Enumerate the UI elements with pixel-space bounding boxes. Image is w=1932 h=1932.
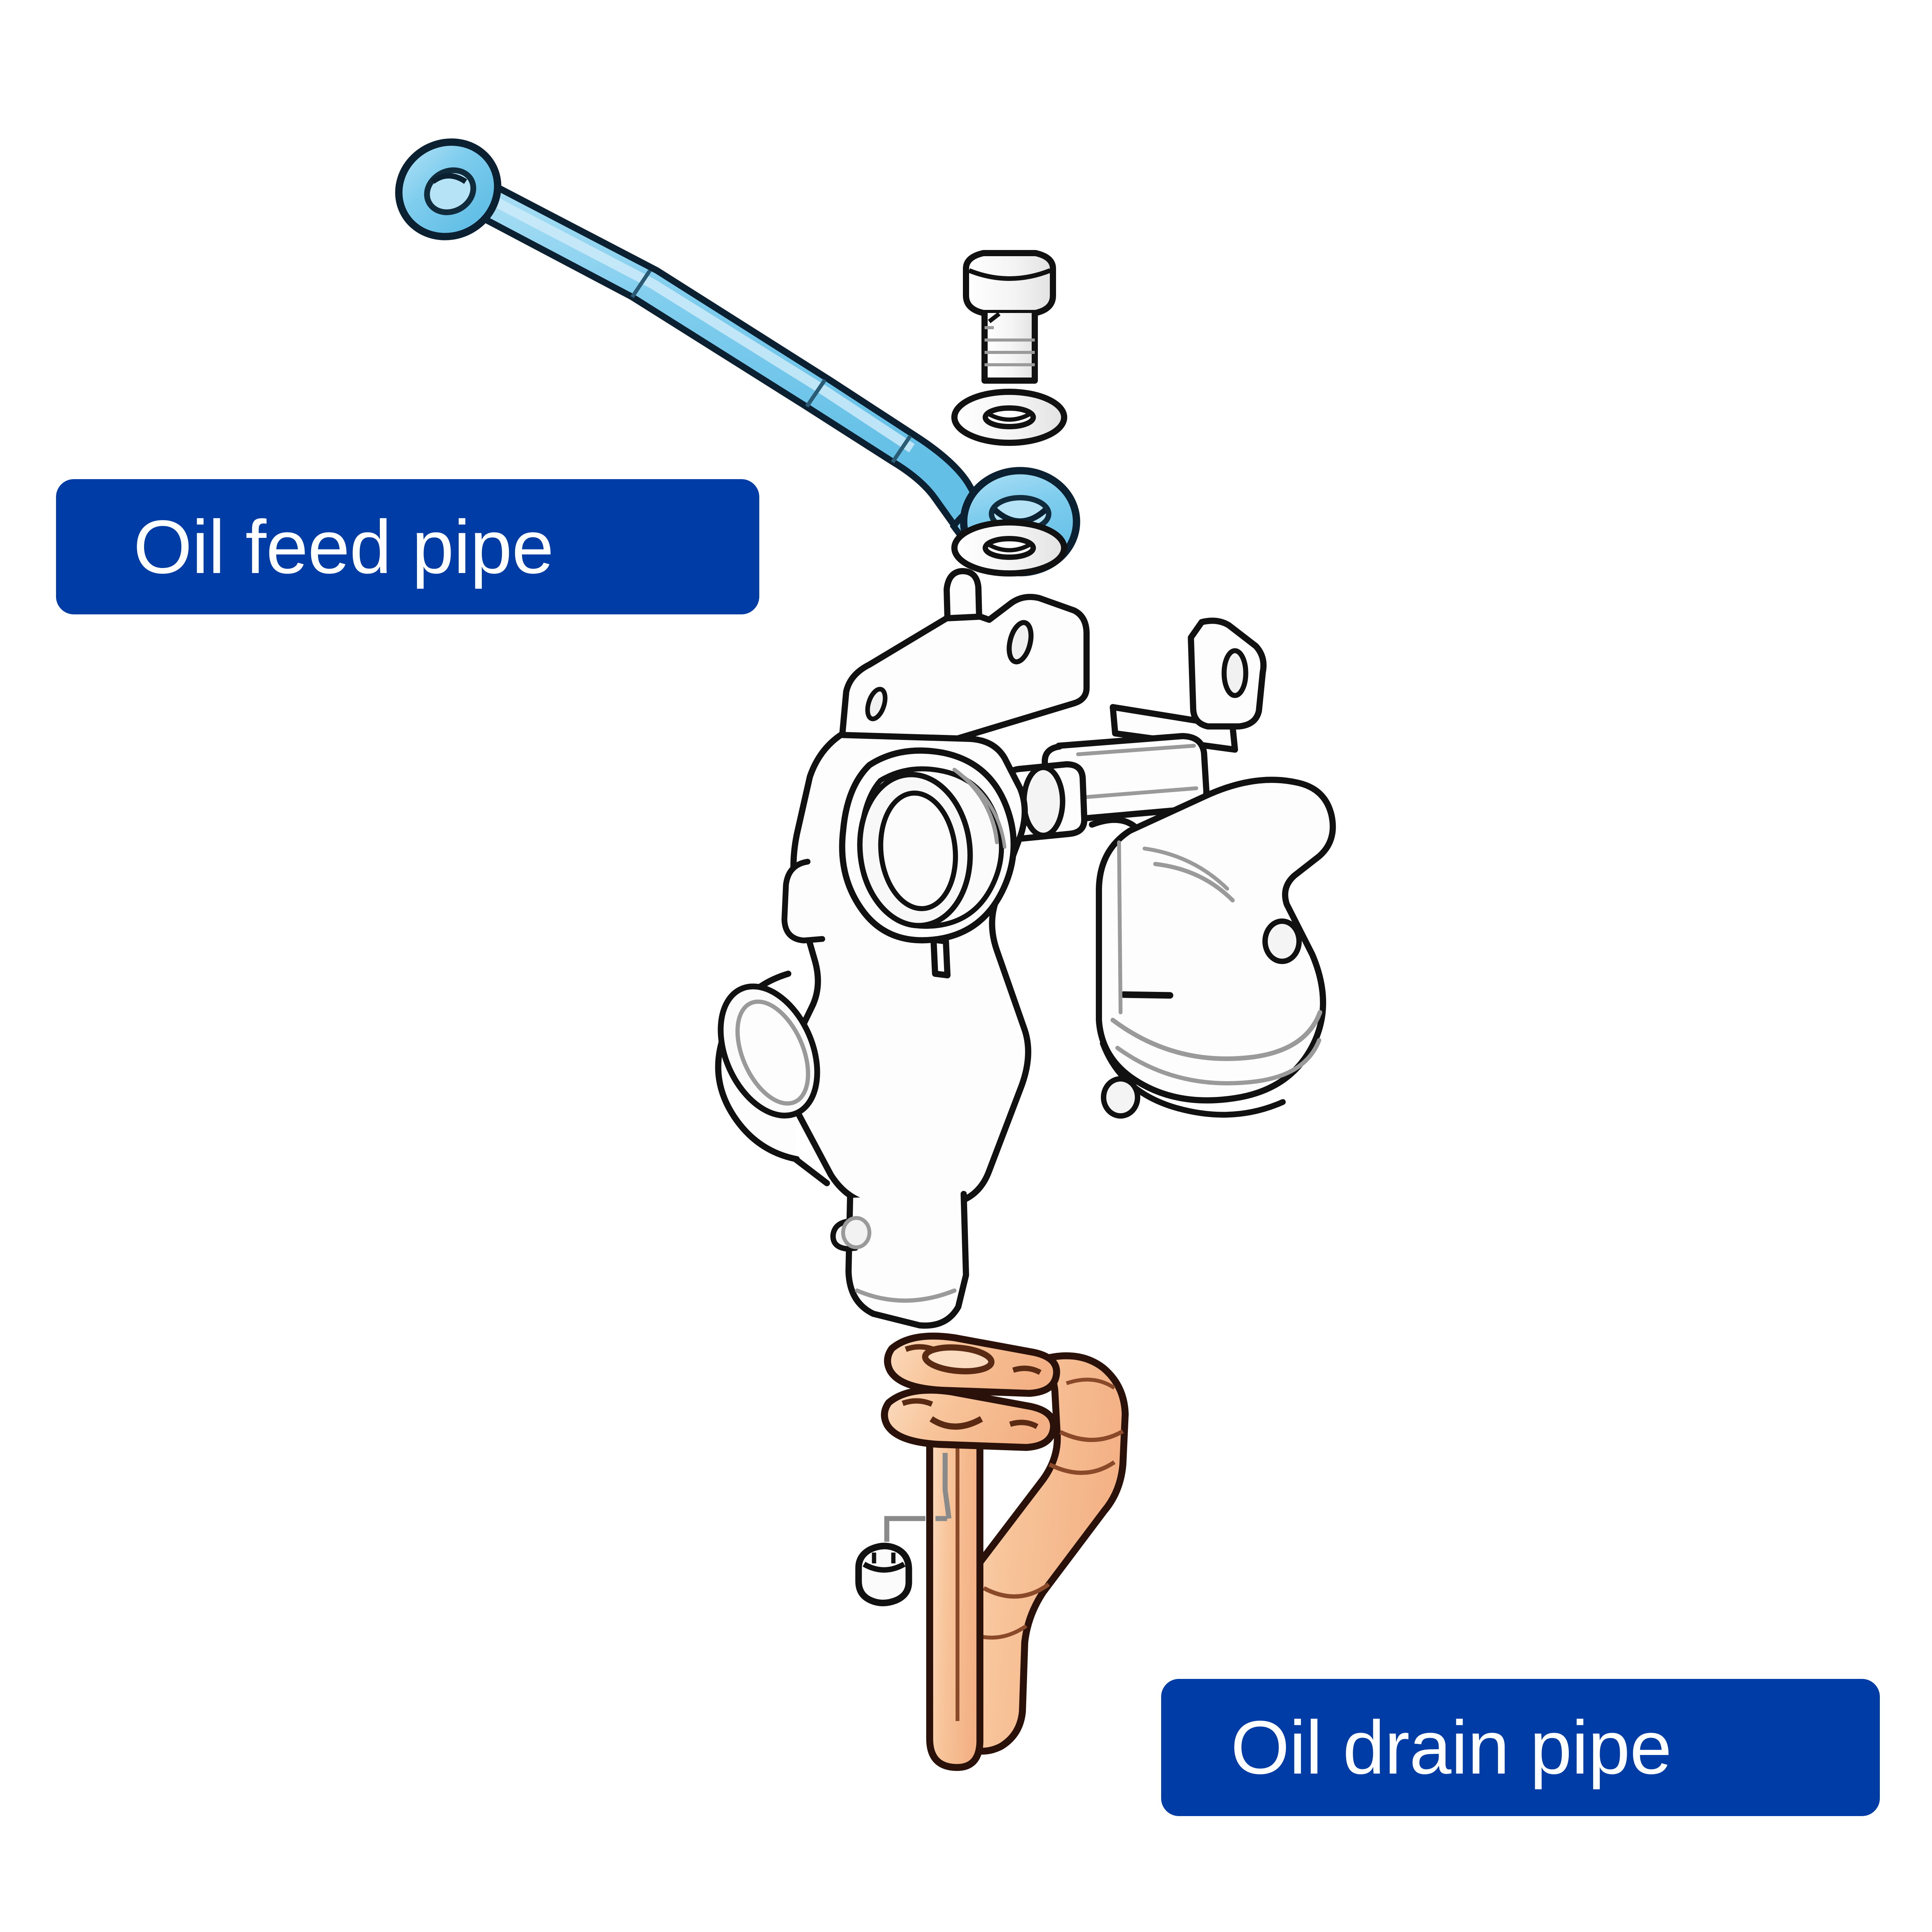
turbo-volute-shade-2 (963, 776, 1007, 849)
turbine-housing-contour-1 (1111, 1010, 1322, 1061)
turbine-wastegate-arm (1089, 816, 1139, 831)
drain-pipe-ferrule-2 (1048, 1460, 1116, 1475)
gasket-upper-center-hole (922, 1344, 995, 1374)
nut-facets (872, 1553, 896, 1563)
turbo-collar-bore (1021, 765, 1065, 838)
turbo-lower-boss-face (841, 1216, 871, 1249)
sealing-washer-upper-bore (983, 405, 1036, 429)
turbo-bracket-bolt-hole (1007, 620, 1034, 665)
feed-pipe-ferrule-upper (630, 269, 652, 298)
turbine-skirt-boss (1101, 1076, 1140, 1119)
turbine-housing-shade-3 (1117, 840, 1122, 1014)
sealing-washer-lower-shade (986, 542, 1032, 553)
nut-leader-line-upper (942, 1453, 952, 1519)
banjo-bolt-threads (985, 326, 1035, 366)
gasket-upper-bolt-hole-left (905, 1344, 936, 1353)
gasket-upper-bolt-hole-right (1012, 1366, 1042, 1375)
banjo-bolt-head-chamfer (968, 268, 1051, 281)
banjo-bolt-thread-start (988, 312, 1001, 323)
drain-pipe-ferrule-1 (1059, 1429, 1124, 1442)
turbo-left-pocket (781, 859, 825, 944)
banjo-bolt-shank (981, 313, 1038, 384)
drain-pipe-bent-tube (944, 1352, 1129, 1755)
feed-pipe-ferrule-mid (805, 379, 827, 408)
drain-pipe-ferrule-top (1066, 1378, 1116, 1390)
drain-pipe-drop-tube (926, 1434, 983, 1771)
banjo-bolt (963, 250, 1056, 384)
feed-pipe-highlight (467, 184, 915, 452)
turbo-outlet-mouth-inner (735, 999, 810, 1106)
turbo-clamp-lines (1076, 744, 1198, 799)
turbo-actuator-rod (1110, 704, 1238, 753)
callout-oil-drain-pipe-label: Oil drain pipe (1231, 1705, 1672, 1790)
drain-pipe-ferrule-3 (983, 1582, 1050, 1599)
sealing-washer-upper-shade (986, 412, 1032, 422)
turbo-bracket-bolt-hole-2 (865, 687, 888, 721)
sealing-washer-lower-bore (983, 536, 1036, 560)
turbine-housing-shade-2 (1143, 847, 1229, 891)
turbine-housing-contour-2 (1115, 1038, 1321, 1086)
feed-pipe-ferrule-lower (891, 435, 912, 463)
gasket-lower-bolt-hole-right (1009, 1420, 1039, 1429)
gasket-lower-bolt-hole-left (901, 1398, 933, 1407)
drain-pipe-nut (855, 1453, 952, 1607)
nut-top-face-edge (862, 1561, 906, 1573)
sealing-washers (951, 389, 1067, 577)
gasket-lower-center-hole (929, 1416, 983, 1430)
turbine-housing-boss (1262, 918, 1302, 964)
banjo-bolt-head (963, 250, 1056, 316)
turbo-bracket-lug (944, 568, 982, 621)
turbo-lower-neck (845, 1191, 969, 1329)
callout-oil-feed-pipe-label: Oil feed pipe (133, 504, 554, 589)
feed-pipe-banjo-bore-shadow-upper (431, 173, 467, 184)
turbo-compressor-stub (930, 937, 951, 978)
nut-leader-line-lower (884, 1516, 914, 1542)
turbo-lower-neck-shade (855, 1288, 957, 1303)
callout-oil-feed-pipe[interactable]: Oil feed pipe (56, 479, 759, 614)
turbo-actuator-port (1221, 648, 1248, 698)
turbo-compressor-inlet-bore (878, 790, 958, 912)
turbocharger-assembly (715, 568, 1336, 1329)
turbine-skirt (1100, 1040, 1286, 1118)
callout-oil-drain-pipe[interactable]: Oil drain pipe (1161, 1679, 1880, 1816)
turbine-housing-shade-1 (1153, 862, 1235, 903)
nut-body (855, 1543, 912, 1607)
